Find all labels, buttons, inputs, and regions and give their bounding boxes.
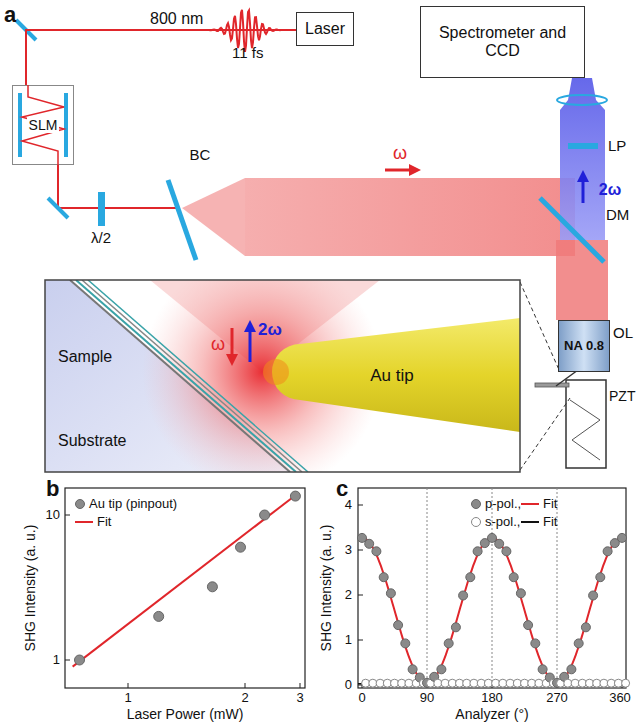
axis-tick: 180 xyxy=(481,691,503,706)
axis-tick: 2 xyxy=(345,588,352,603)
legend-item: Fit xyxy=(520,514,557,529)
axis-tick: 3 xyxy=(345,543,352,558)
axis-tick: 1 xyxy=(124,691,131,706)
axis-title: Laser Power (mW) xyxy=(127,706,244,722)
legend-sample xyxy=(520,498,540,510)
component-label: λ/2 xyxy=(91,229,111,246)
node-heading: OL xyxy=(613,325,633,342)
component-label: PZT xyxy=(609,388,635,404)
node-label: Laser xyxy=(305,20,345,37)
legend-text: Fit xyxy=(97,514,111,529)
objective-lens: NA 0.8OL xyxy=(558,320,610,372)
pulse-duration: 11 fs xyxy=(232,44,263,61)
axis-tick: 90 xyxy=(420,691,434,706)
axis-tick: 1 xyxy=(345,633,352,648)
axis-tick: 270 xyxy=(546,691,568,706)
axis-tick: 0 xyxy=(358,691,365,706)
axis-tick: 3 xyxy=(296,691,303,706)
panel-letter: b xyxy=(46,476,59,501)
legend-item: Au tip (pinpout) xyxy=(74,496,177,511)
tip-label: Au tip xyxy=(370,366,413,386)
legend-text: p-pol., xyxy=(485,496,521,511)
component-label: DM xyxy=(606,206,629,223)
legend-sample xyxy=(470,516,482,528)
laser-box: Laser xyxy=(296,12,354,46)
spectrometer-box: Spectrometer and CCD xyxy=(420,6,585,78)
axis-tick: 1 xyxy=(53,653,60,668)
laser-beam xyxy=(26,30,296,85)
frequency-label: 2ω xyxy=(599,181,621,199)
axis-tick: 4 xyxy=(345,498,352,513)
legend-text: s-pol., xyxy=(485,514,520,529)
material-label: Sample xyxy=(58,348,112,366)
axis-title: SHG Intensity (a. u.) xyxy=(318,525,334,652)
axis-title: Analyzer (°) xyxy=(455,706,528,722)
frequency-label: 2ω xyxy=(258,320,282,340)
axis-title: SHG Intensity (a. u.) xyxy=(22,525,38,652)
axis-tick: 360 xyxy=(609,691,631,706)
legend-item: Fit xyxy=(520,496,557,511)
frequency-label: ω xyxy=(211,334,225,355)
legend-sample xyxy=(470,498,482,510)
component-label: LP xyxy=(608,137,626,154)
material-label: Substrate xyxy=(58,432,126,450)
legend-item: Fit xyxy=(74,514,111,529)
legend-item: p-pol., xyxy=(470,496,521,511)
node-label: Spectrometer and CCD xyxy=(429,24,576,60)
legend-text: Au tip (pinpout) xyxy=(89,496,177,511)
wavelength-label: 800 nm xyxy=(150,10,203,28)
legend-text: Fit xyxy=(543,496,557,511)
frequency-label: ω xyxy=(393,143,407,164)
axis-tick: 0 xyxy=(345,678,352,693)
slm-box: SLM xyxy=(12,85,74,165)
node-label: NA 0.8 xyxy=(564,339,604,353)
axis-tick: 2 xyxy=(241,691,248,706)
legend-sample xyxy=(74,498,86,510)
axis-tick: 10 xyxy=(46,508,60,523)
legend-sample xyxy=(520,516,540,528)
node-label: SLM xyxy=(27,117,60,133)
panel-letter: a xyxy=(4,2,16,27)
legend-sample xyxy=(74,516,94,528)
legend-text: Fit xyxy=(543,514,557,529)
component-label: BC xyxy=(190,146,211,163)
legend-item: s-pol., xyxy=(470,514,520,529)
